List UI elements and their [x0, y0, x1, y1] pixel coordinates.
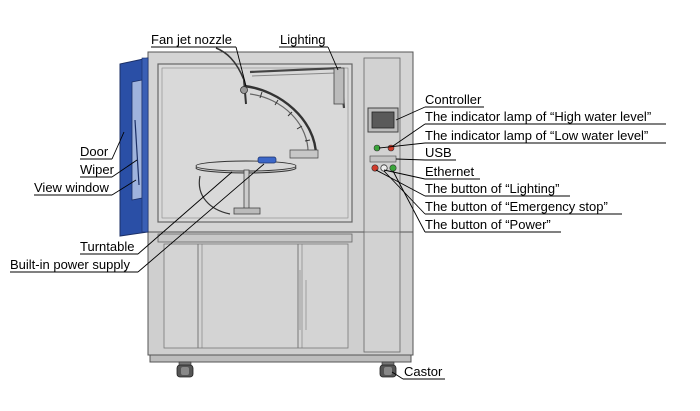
- label-power-button: The button of “Power”: [425, 217, 551, 232]
- castor-right: [379, 361, 397, 378]
- labels: Fan jet nozzle Lighting Controller The i…: [10, 32, 651, 379]
- control-column: [363, 57, 401, 353]
- label-fan-jet-nozzle: Fan jet nozzle: [151, 32, 232, 47]
- test-specimen: [257, 156, 277, 164]
- usb-port: [369, 155, 397, 163]
- label-lighting: Lighting: [280, 32, 326, 47]
- lighting-button: [371, 164, 379, 172]
- wiper: [134, 119, 140, 186]
- label-door: Door: [80, 144, 109, 159]
- test-chamber: [157, 63, 353, 223]
- lighting-fixture: [249, 66, 346, 109]
- turntable: [195, 156, 297, 215]
- label-low-water-lamp: The indicator lamp of “Low water level”: [425, 128, 648, 143]
- castors: [176, 361, 397, 378]
- label-turntable: Turntable: [80, 239, 134, 254]
- power-button: [389, 164, 397, 172]
- fan-jet-nozzle-arm: [215, 47, 319, 159]
- door: [119, 57, 149, 237]
- label-lighting-button: The button of “Lighting”: [425, 181, 559, 196]
- lower-cabinet-panels: [157, 233, 353, 349]
- label-power-supply: Built-in power supply: [10, 257, 130, 272]
- label-ethernet: Ethernet: [425, 164, 475, 179]
- castor-left: [176, 361, 194, 378]
- label-usb: USB: [425, 145, 452, 160]
- leader-lines: [10, 46, 666, 380]
- label-high-water-lamp: The indicator lamp of “High water level”: [425, 109, 651, 124]
- controller-screen: [367, 107, 399, 133]
- label-view-window: View window: [34, 180, 110, 195]
- label-controller: Controller: [425, 92, 482, 107]
- label-castor: Castor: [404, 364, 443, 379]
- label-emergency-stop-button: The button of “Emergency stop”: [425, 199, 608, 214]
- label-wiper: Wiper: [80, 162, 115, 177]
